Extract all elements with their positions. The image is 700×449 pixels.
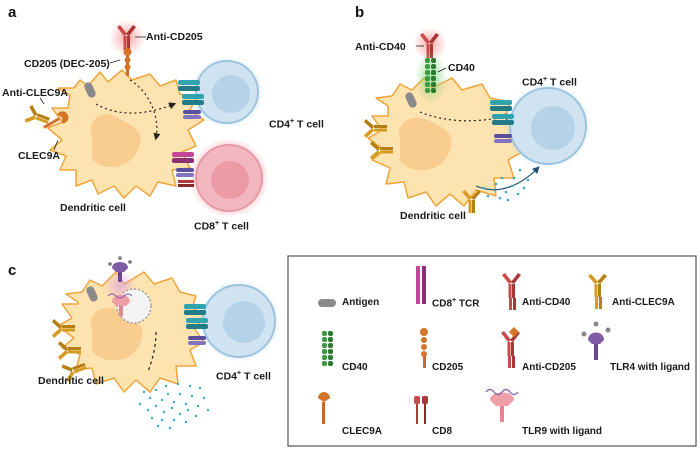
- dendritic-cell-a-nucleus: [90, 114, 141, 168]
- clec9a-receptor-a: [43, 111, 69, 129]
- antigen-path-arrow-b: [419, 111, 513, 122]
- antigen-path-arrow-a2: [129, 79, 161, 141]
- anti-clec9a-leader: [39, 97, 45, 105]
- legend-label-clec9a: CLEC9A: [342, 426, 383, 437]
- cd4-t-cell-a-nucleus: [212, 75, 250, 113]
- label-cd8-t-cell-a: CD8+ T cell: [194, 220, 249, 233]
- panel-c-letter: c: [8, 262, 17, 279]
- legend-label-tlr9: TLR9 with ligand: [522, 426, 602, 437]
- cd205-leader: [109, 59, 121, 64]
- cd4-t-cell-c-nucleus: [223, 301, 265, 343]
- cd40-receptor-b: [425, 58, 436, 93]
- legend-tlr9-icon: [485, 388, 519, 422]
- cytokine-arrow-b: [475, 166, 540, 191]
- legend-anti-cd40-icon: [502, 273, 521, 310]
- antigen-capsule-a: [84, 82, 96, 98]
- dendritic-cell-b-nucleus: [398, 117, 452, 171]
- antigen-capsule-c: [86, 286, 98, 302]
- legend-cd8-tcr-icon: [416, 266, 426, 304]
- cd40-leader-b: [437, 67, 447, 73]
- cytokine-cloud-c: [138, 382, 210, 430]
- legend-anti-cd205-icon: [501, 327, 520, 368]
- legend-box: [287, 255, 697, 447]
- label-dendritic-cell-c: Dendritic cell: [38, 375, 104, 387]
- legend-label-anti-cd205: Anti-CD205: [522, 362, 576, 373]
- cd4-t-cell-b-nucleus: [531, 106, 575, 150]
- label-anti-clec9a-a: Anti-CLEC9A: [2, 87, 68, 99]
- clec9a-leader: [53, 139, 59, 151]
- legend-antigen-icon: [318, 299, 336, 307]
- panel-a: [23, 20, 269, 218]
- tlr4-receptor-c: [108, 256, 132, 282]
- label-anti-cd205: Anti-CD205: [146, 31, 203, 43]
- label-cd40-b: CD40: [448, 62, 475, 74]
- endosome-arrow-c: [147, 331, 157, 373]
- label-cd4-t-cell-a: CD4+ T cell: [269, 118, 324, 131]
- panel-b-letter: b: [355, 4, 365, 21]
- legend-label-anti-cd40: Anti-CD40: [522, 297, 571, 308]
- legend-tlr4-icon: [581, 321, 611, 360]
- panel-b: [364, 27, 591, 213]
- panel-c: [52, 256, 280, 430]
- legend-label-cd8: CD8: [432, 426, 453, 437]
- cd205-receptor-a: [123, 48, 132, 76]
- tlr9-receptor-c: [107, 293, 133, 316]
- label-cd4-t-cell-c: CD4+ T cell: [216, 370, 271, 383]
- legend-label-cd205: CD205: [432, 362, 464, 373]
- label-cd4-t-cell-b: CD4+ T cell: [522, 76, 577, 89]
- legend-label-cd40: CD40: [342, 362, 368, 373]
- legend-cd8-icon: [414, 396, 428, 424]
- cd8-t-cell-a-nucleus: [211, 161, 249, 199]
- legend-label-anti-clec9a: Anti-CLEC9A: [612, 297, 675, 308]
- legend-cd205-icon: [420, 328, 428, 368]
- label-dendritic-cell-b: Dendritic cell: [400, 210, 466, 222]
- legend-label-tlr4: TLR4 with ligand: [610, 362, 690, 373]
- legend-label-cd8-tcr: CD8+ TCR: [432, 297, 480, 310]
- legend-label-antigen: Antigen: [342, 297, 380, 308]
- antigen-capsule-b: [405, 92, 417, 108]
- label-cd205: CD205 (DEC-205): [24, 58, 110, 70]
- label-clec9a-a: CLEC9A: [18, 150, 61, 162]
- label-dendritic-cell-a: Dendritic cell: [60, 202, 126, 214]
- legend-clec9a-icon: [318, 392, 330, 424]
- antigen-path-arrow-a1: [95, 102, 177, 114]
- legend-anti-clec9a-icon: [588, 274, 607, 309]
- cd8-coreceptor-a: [178, 180, 194, 187]
- legend-cd40-icon: [322, 331, 333, 366]
- label-anti-cd40-b: Anti-CD40: [355, 41, 406, 53]
- panel-a-letter: a: [8, 4, 17, 21]
- cytokine-dots-b: [482, 168, 530, 202]
